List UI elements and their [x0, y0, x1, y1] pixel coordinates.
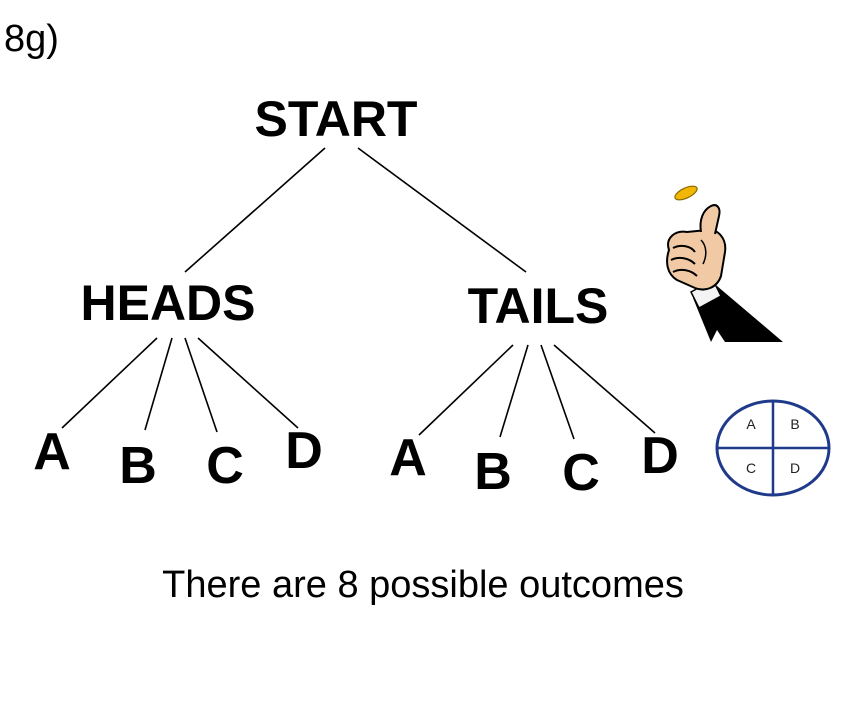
edge-heads-b [144, 337, 173, 431]
start-node: START [254, 91, 418, 147]
tails-node: TAILS [467, 278, 609, 334]
spinner-section-a: A [746, 416, 756, 432]
leaf-heads-a: A [33, 423, 71, 481]
spinner-section-c: C [746, 460, 756, 476]
leaf-tails-a: A [389, 429, 427, 487]
leaf-tails-b: B [474, 443, 512, 501]
edge-tails-c [540, 344, 575, 440]
edge-tails-d [553, 344, 656, 434]
edge-tails-b [499, 344, 529, 438]
edge-heads-c [184, 337, 218, 433]
spinner-section-d: D [790, 460, 800, 476]
edge-heads-a [61, 337, 158, 429]
leaf-heads-d: D [285, 422, 323, 480]
leaf-tails-d: D [641, 427, 679, 485]
edge-start-heads [184, 147, 326, 273]
coin-flip-hand-icon [666, 185, 783, 342]
spinner-section-b: B [790, 416, 799, 432]
spinner-icon: A B C D [715, 399, 831, 497]
heads-node: HEADS [80, 275, 256, 331]
edge-tails-a [418, 344, 514, 436]
leaf-heads-c: C [206, 437, 244, 495]
leaf-tails-c: C [562, 444, 600, 502]
leaf-heads-b: B [119, 437, 157, 495]
summary-text: There are 8 possible outcomes [162, 564, 684, 606]
problem-label: 8g) [4, 18, 59, 60]
edge-heads-d [197, 337, 299, 429]
edge-start-tails [357, 147, 527, 273]
